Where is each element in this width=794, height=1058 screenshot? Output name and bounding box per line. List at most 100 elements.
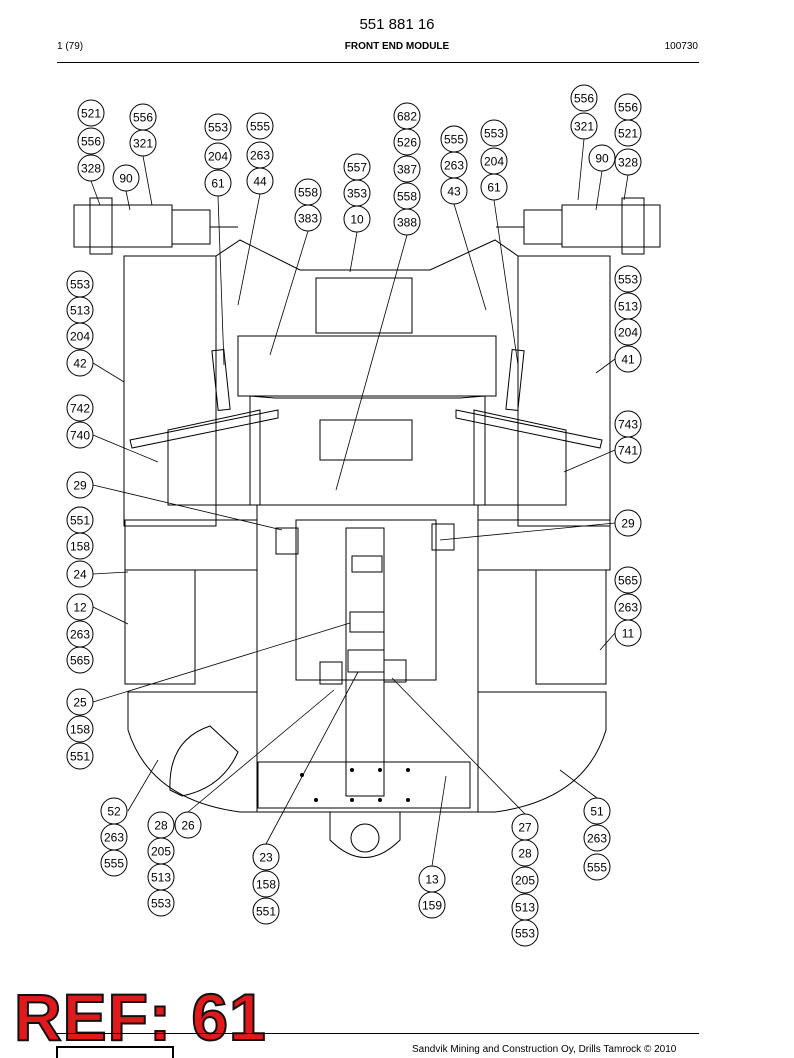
callout-553: 553: [511, 919, 539, 947]
callout-number: 741: [618, 444, 638, 458]
callout-ring: [570, 84, 598, 112]
callout-number: 743: [618, 418, 638, 432]
page-title: FRONT END MODULE: [344, 41, 450, 52]
callout-158: 158: [252, 870, 280, 898]
callout-42: 42: [66, 349, 94, 377]
callout-388: 388: [393, 208, 421, 236]
callout-29: 29: [614, 509, 642, 537]
callout-number: 551: [70, 750, 90, 764]
callout-number: 51: [590, 805, 604, 819]
callout-51: 51: [583, 797, 611, 825]
callout-ring: [418, 891, 446, 919]
callout-556: 556: [77, 127, 105, 155]
callout-ring: [66, 742, 94, 770]
callout-44: 44: [246, 167, 274, 195]
callout-ring: [480, 173, 508, 201]
callout-741: 741: [614, 436, 642, 464]
callout-263: 263: [583, 824, 611, 852]
callout-328: 328: [77, 154, 105, 182]
callout-number: 25: [73, 696, 87, 710]
callout-ring: [66, 646, 94, 674]
callout-number: 521: [618, 127, 638, 141]
callout-204: 204: [614, 318, 642, 346]
callout-ring: [614, 566, 642, 594]
right-upper-panel: [477, 519, 611, 571]
callout-ring: [252, 870, 280, 898]
callout-number: 682: [397, 110, 417, 124]
left-wing-rail: [129, 409, 279, 449]
callout-13: 13: [418, 865, 446, 893]
callout-number: 263: [618, 601, 638, 615]
footer-company: Sandvik Mining and Construction Oy, Dril…: [412, 1044, 677, 1055]
chassis-centre: [256, 504, 479, 813]
callout-551: 551: [252, 897, 280, 925]
top-bracket: [315, 277, 413, 334]
callout-553: 553: [480, 119, 508, 147]
callout-number: 553: [618, 273, 638, 287]
callout-ring: [252, 843, 280, 871]
valve-stack-upper: [351, 555, 383, 573]
callout-90: 90: [112, 164, 140, 192]
callout-number: 513: [151, 871, 171, 885]
callout-263: 263: [440, 151, 468, 179]
left-grille: [124, 569, 196, 685]
valve-stack-lower: [347, 649, 385, 673]
callout-number: 553: [515, 927, 535, 941]
callout-number: 263: [104, 831, 124, 845]
callout-number: 29: [621, 517, 635, 531]
callout-number: 555: [104, 857, 124, 871]
right-valve-block: [431, 523, 455, 551]
callout-ring: [393, 128, 421, 156]
callout-number: 263: [587, 832, 607, 846]
callout-number: 387: [397, 163, 417, 177]
upper-cross-member: [237, 335, 497, 397]
callout-10: 10: [343, 205, 371, 233]
callout-ring: [511, 866, 539, 894]
callout-ring: [614, 436, 642, 464]
callout-number: 558: [298, 186, 318, 200]
callout-ring: [570, 112, 598, 140]
tow-eye: [350, 823, 380, 853]
callout-ring: [583, 797, 611, 825]
callout-number: 556: [81, 135, 101, 149]
callout-number: 27: [518, 821, 532, 835]
callout-number: 158: [70, 723, 90, 737]
callout-ring: [129, 129, 157, 157]
callout-number: 553: [208, 121, 228, 135]
callout-90: 90: [588, 144, 616, 172]
callout-number: 742: [70, 402, 90, 416]
footer-rule: [57, 1033, 699, 1034]
callout-555: 555: [583, 853, 611, 881]
callout-ring: [66, 532, 94, 560]
header-rule: [57, 62, 699, 63]
callout-263: 263: [66, 620, 94, 648]
callout-ring: [583, 853, 611, 881]
callout-number: 205: [151, 845, 171, 859]
callout-number: 204: [208, 150, 228, 164]
callout-ring: [204, 113, 232, 141]
left-upper-panel: [124, 519, 258, 571]
callout-ring: [147, 889, 175, 917]
callout-number: 158: [256, 878, 276, 892]
callout-513: 513: [511, 893, 539, 921]
callout-number: 565: [70, 654, 90, 668]
callout-number: 263: [444, 159, 464, 173]
callout-number: 29: [73, 479, 87, 493]
callout-555: 555: [100, 849, 128, 877]
callout-layer: 5215563285563219055320461555263445583835…: [66, 84, 642, 947]
callout-558: 558: [294, 178, 322, 206]
right-grille: [535, 569, 607, 685]
callout-ring: [393, 155, 421, 183]
callout-number: 556: [618, 101, 638, 115]
callout-number: 521: [81, 107, 101, 121]
callout-557: 557: [343, 153, 371, 181]
callout-ring: [393, 208, 421, 236]
callout-number: 551: [70, 514, 90, 528]
callout-number: 90: [595, 152, 609, 166]
callout-158: 158: [66, 715, 94, 743]
callout-number: 10: [350, 213, 364, 227]
callout-ring: [204, 142, 232, 170]
callout-number: 13: [425, 873, 439, 887]
callout-number: 263: [250, 149, 270, 163]
